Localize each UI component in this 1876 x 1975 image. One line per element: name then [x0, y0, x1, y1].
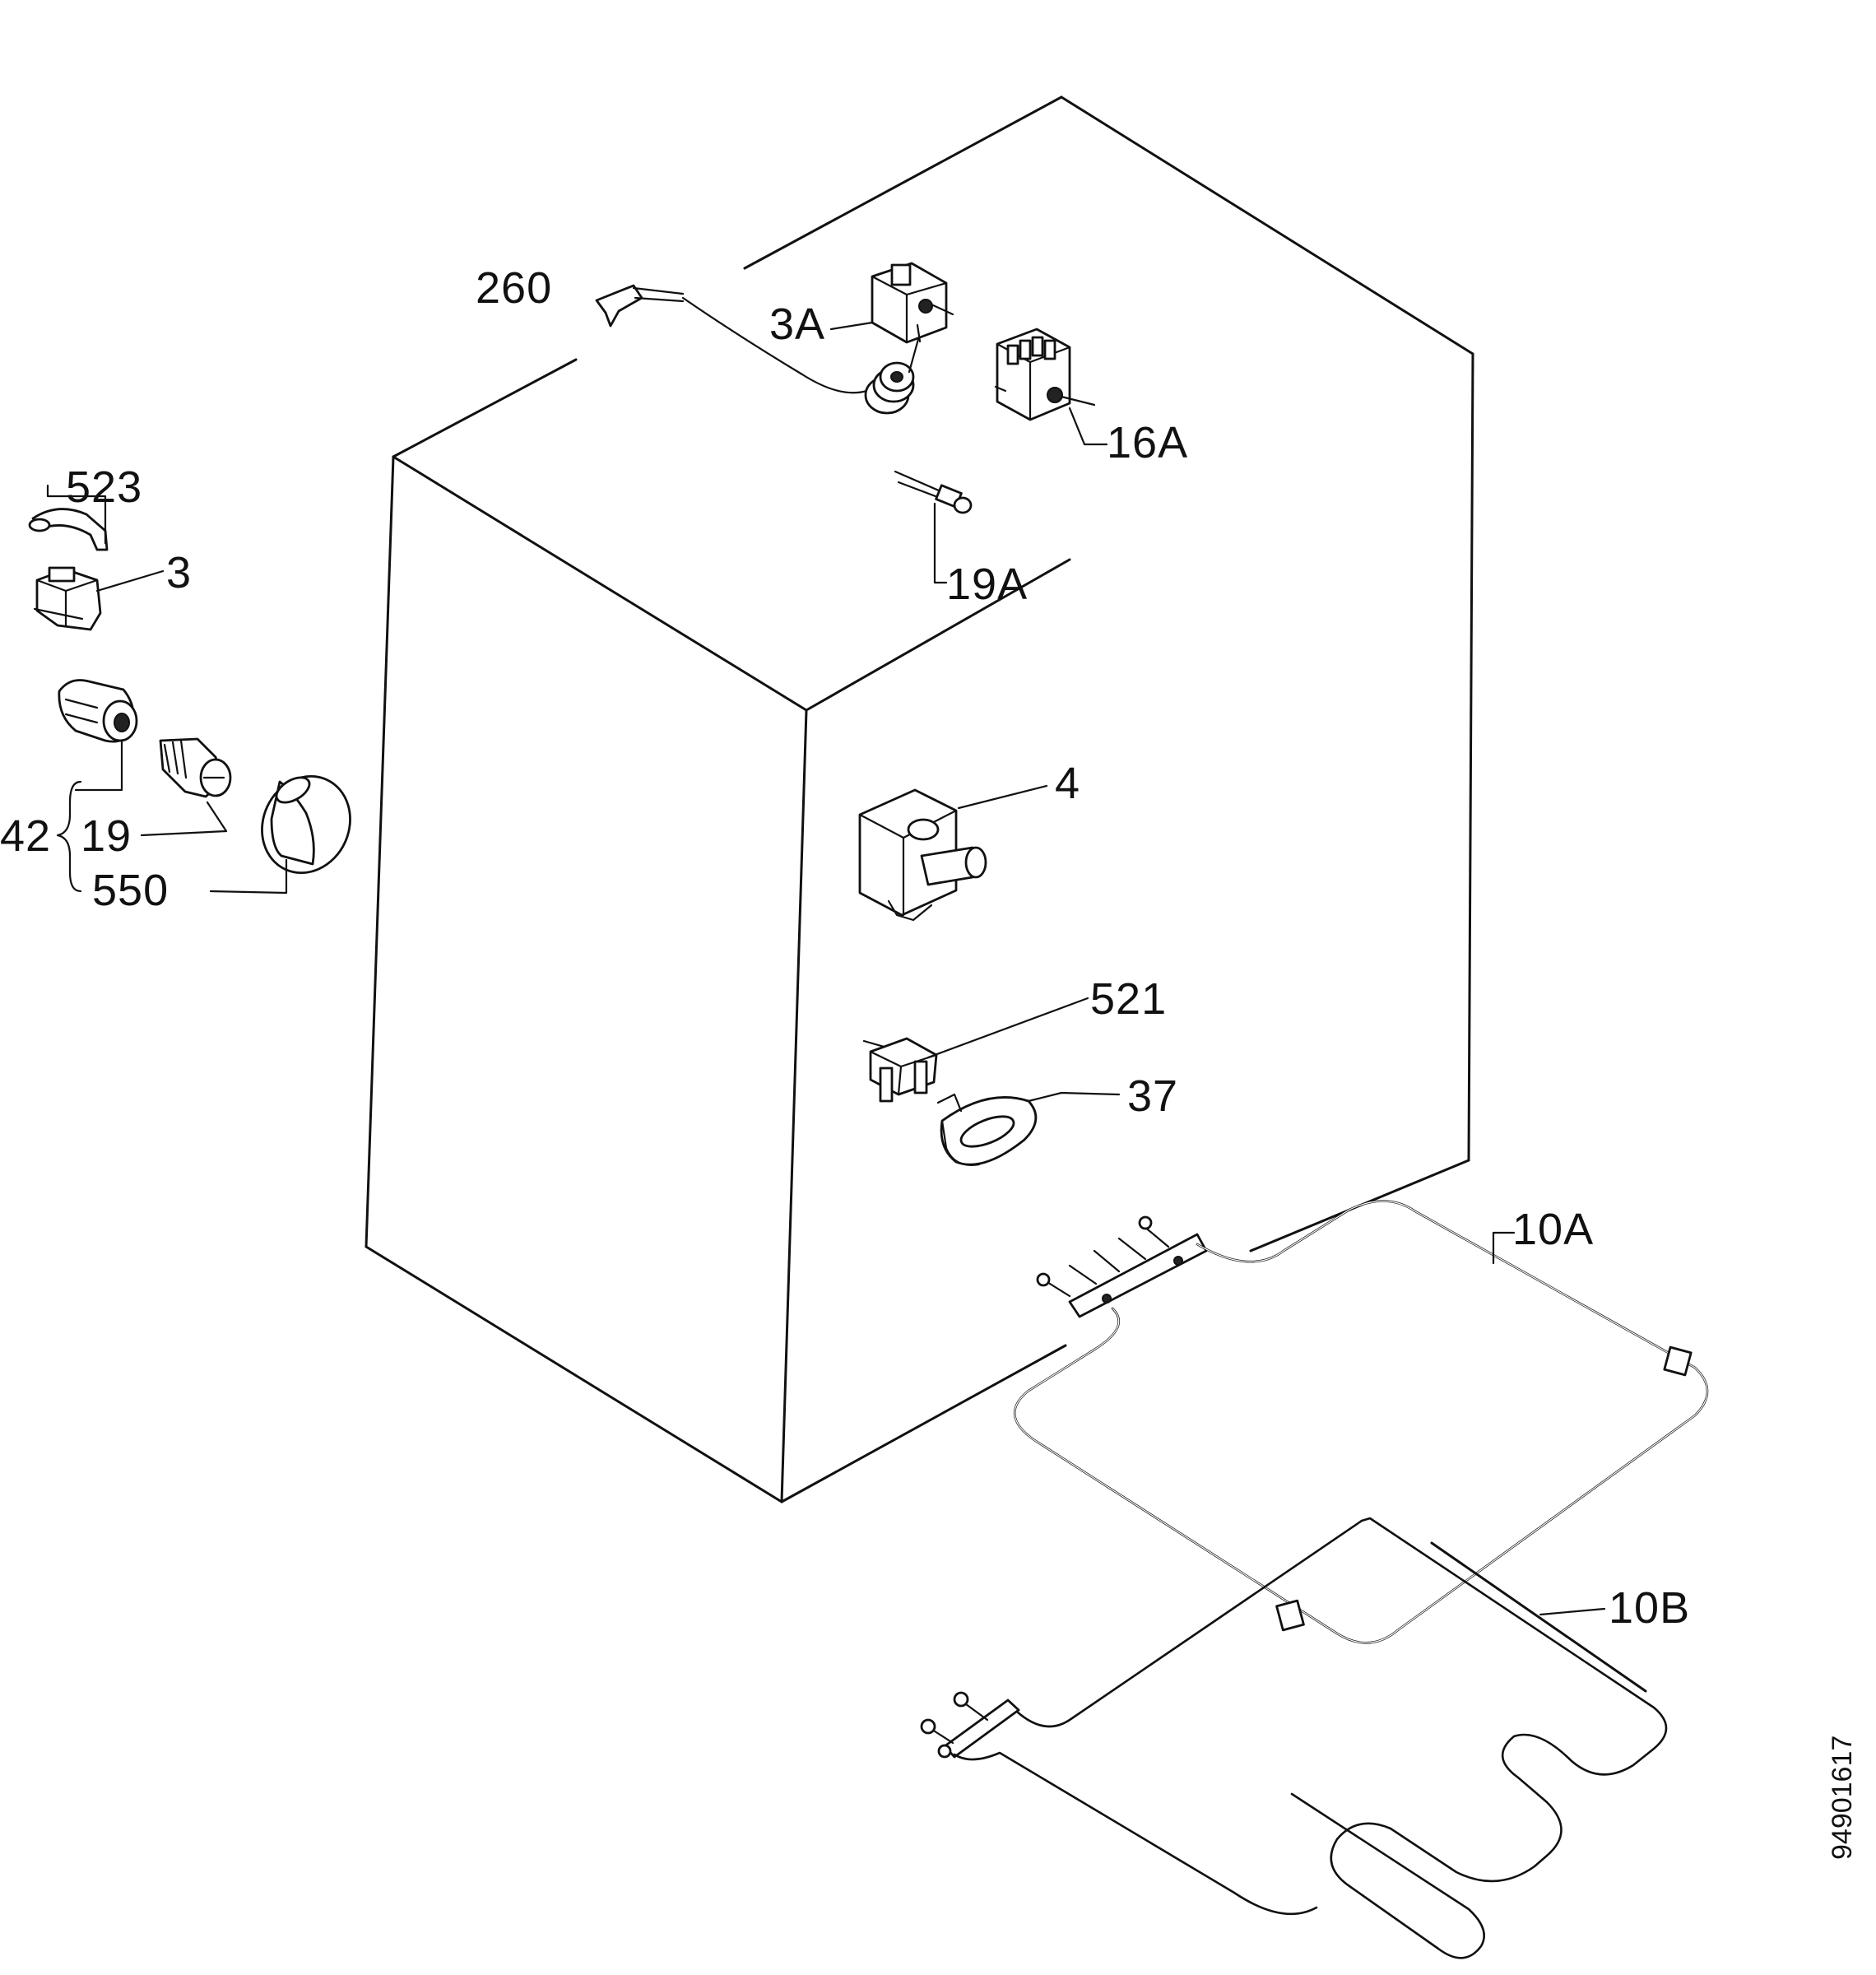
part-523-clip: [28, 508, 109, 551]
drawing-code: 94901617: [1827, 1736, 1858, 1860]
label-19a: 19A: [946, 560, 1028, 609]
label-550: 550: [92, 866, 169, 915]
part-19-lamp-bulb: [159, 737, 232, 798]
part-4-energy-regulator: [858, 788, 987, 922]
label-10b: 10B: [1609, 1583, 1690, 1633]
part-521-connector: [862, 1037, 938, 1103]
label-10a: 10A: [1512, 1205, 1594, 1254]
label-3: 3: [166, 548, 192, 597]
part-10a-upper-heating-element: [1013, 1200, 1709, 1644]
oven-cabinet: [365, 95, 1474, 1503]
part-3-lamp-holder: [33, 566, 102, 631]
part-10b-lower-heating-element: [920, 1517, 1668, 1959]
leader-lines: [46, 321, 1606, 1616]
part-16a-selector-switch: [994, 328, 1096, 421]
label-521: 521: [1090, 974, 1167, 1024]
label-42: 42: [0, 811, 51, 861]
part-labels: 260 3A 16A 19A 523 3 42 19 550 4 521 37 …: [0, 263, 1858, 1860]
label-4: 4: [1055, 759, 1080, 808]
part-3a-thermostat: [871, 262, 954, 344]
part-lamp-housing: [58, 679, 138, 743]
part-37-grommet: [936, 1093, 1038, 1166]
part-260-capillary-probe: [595, 284, 922, 415]
part-19a-indicator-lamp: [894, 470, 973, 514]
label-3a: 3A: [769, 300, 825, 349]
label-260: 260: [476, 263, 552, 313]
label-523: 523: [66, 462, 142, 512]
part-550-lamp-cover: [261, 774, 351, 875]
label-19: 19: [81, 811, 132, 861]
label-37: 37: [1127, 1071, 1178, 1121]
label-16a: 16A: [1107, 418, 1188, 467]
